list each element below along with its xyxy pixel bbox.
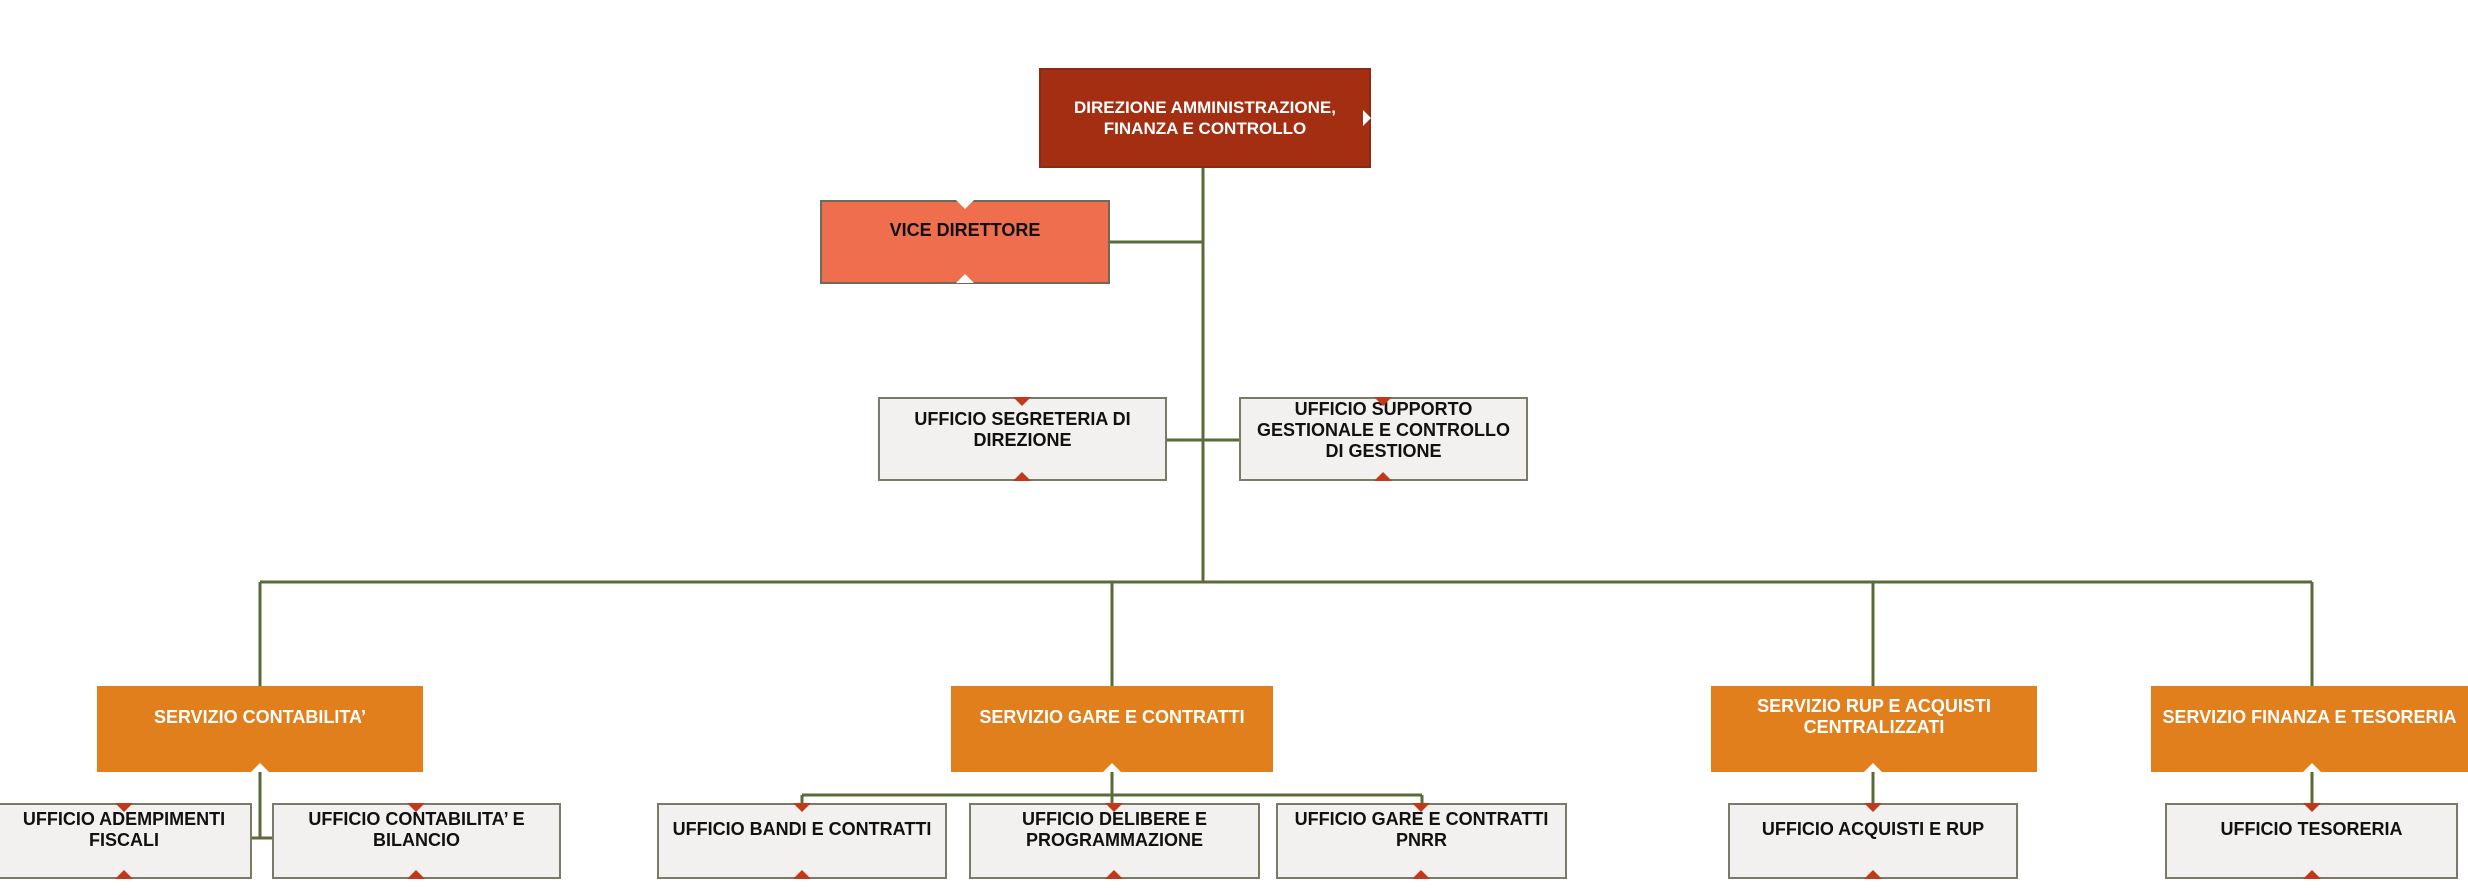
direzione-side-marker bbox=[1363, 110, 1371, 126]
vice-direttore-label: VICE DIRETTORE bbox=[889, 220, 1041, 240]
adempimenti-bottom-marker bbox=[115, 870, 133, 879]
ufficio-segreteria-label: UFFICIO SEGRETERIA DI DIREZIONE bbox=[914, 409, 1131, 450]
ufficio-segreteria-box[interactable]: UFFICIO SEGRETERIA DI DIREZIONE bbox=[878, 397, 1167, 481]
ufficio-acquisti-rup-label: UFFICIO ACQUISTI E RUP bbox=[1761, 819, 1985, 839]
supporto-bottom-marker bbox=[1374, 472, 1392, 481]
vice-top-marker bbox=[956, 200, 974, 209]
gare-pnrr-top-marker bbox=[1412, 803, 1430, 812]
vice-direttore-box[interactable]: VICE DIRETTORE bbox=[820, 200, 1110, 284]
segreteria-bottom-marker bbox=[1013, 472, 1031, 481]
servizio-contabilita-box[interactable]: SERVIZIO CONTABILITA’ bbox=[97, 686, 423, 772]
delibere-bottom-marker bbox=[1105, 870, 1123, 879]
adempimenti-top-marker bbox=[115, 803, 133, 812]
gare-pnrr-bottom-marker bbox=[1412, 870, 1430, 879]
ufficio-gare-pnrr-label: UFFICIO GARE E CONTRATTI PNRR bbox=[1294, 809, 1549, 850]
acquisti-bottom-marker bbox=[1864, 870, 1882, 879]
servizio-gare-box[interactable]: SERVIZIO GARE E CONTRATTI bbox=[951, 686, 1273, 772]
contabilita-bilancio-bottom-marker bbox=[407, 870, 425, 879]
ufficio-tesoreria-box[interactable]: UFFICIO TESORERIA bbox=[2165, 803, 2458, 879]
acquisti-top-marker bbox=[1864, 803, 1882, 812]
contabilita-bottom-marker bbox=[251, 763, 269, 772]
direzione-box[interactable]: DIREZIONE AMMINISTRAZIONE, FINANZA E CON… bbox=[1039, 68, 1371, 168]
ufficio-tesoreria-label: UFFICIO TESORERIA bbox=[2220, 819, 2403, 839]
ufficio-acquisti-rup-box[interactable]: UFFICIO ACQUISTI E RUP bbox=[1728, 803, 2018, 879]
ufficio-delibere-label: UFFICIO DELIBERE E PROGRAMMAZIONE bbox=[1021, 809, 1207, 850]
ufficio-contabilita-bilancio-label: UFFICIO CONTABILITA’ E BILANCIO bbox=[308, 809, 525, 850]
rup-bottom-marker bbox=[1864, 763, 1882, 772]
supporto-top-marker bbox=[1374, 397, 1392, 406]
ufficio-supporto-label: UFFICIO SUPPORTO GESTIONALE E CONTROLLO … bbox=[1256, 399, 1510, 461]
servizio-contabilita-label: SERVIZIO CONTABILITA’ bbox=[153, 707, 366, 727]
ufficio-adempimenti-label: UFFICIO ADEMPIMENTI FISCALI bbox=[22, 809, 226, 850]
vice-bottom-marker bbox=[956, 274, 974, 283]
servizio-finanza-box[interactable]: SERVIZIO FINANZA E TESORERIA bbox=[2151, 686, 2468, 772]
bandi-bottom-marker bbox=[793, 870, 811, 879]
ufficio-supporto-box[interactable]: UFFICIO SUPPORTO GESTIONALE E CONTROLLO … bbox=[1239, 397, 1528, 481]
ufficio-bandi-label: UFFICIO BANDI E CONTRATTI bbox=[672, 819, 932, 839]
segreteria-top-marker bbox=[1013, 397, 1031, 406]
ufficio-gare-pnrr-box[interactable]: UFFICIO GARE E CONTRATTI PNRR bbox=[1276, 803, 1567, 879]
servizio-finanza-label: SERVIZIO FINANZA E TESORERIA bbox=[2162, 707, 2457, 727]
contabilita-bilancio-top-marker bbox=[407, 803, 425, 812]
tesoreria-bottom-marker bbox=[2303, 870, 2321, 879]
gare-bottom-marker bbox=[1103, 763, 1121, 772]
servizio-rup-box[interactable]: SERVIZIO RUP E ACQUISTI CENTRALIZZATI bbox=[1711, 686, 2037, 772]
finanza-bottom-marker bbox=[2303, 763, 2321, 772]
tesoreria-top-marker bbox=[2303, 803, 2321, 812]
servizio-rup-label: SERVIZIO RUP E ACQUISTI CENTRALIZZATI bbox=[1757, 696, 1991, 737]
ufficio-contabilita-bilancio-box[interactable]: UFFICIO CONTABILITA’ E BILANCIO bbox=[272, 803, 561, 879]
servizio-gare-label: SERVIZIO GARE E CONTRATTI bbox=[979, 707, 1245, 727]
bandi-top-marker bbox=[793, 803, 811, 812]
direzione-label: DIREZIONE AMMINISTRAZIONE, FINANZA E CON… bbox=[1074, 98, 1336, 138]
ufficio-adempimenti-box[interactable]: UFFICIO ADEMPIMENTI FISCALI bbox=[0, 803, 252, 879]
ufficio-bandi-box[interactable]: UFFICIO BANDI E CONTRATTI bbox=[657, 803, 947, 879]
ufficio-delibere-box[interactable]: UFFICIO DELIBERE E PROGRAMMAZIONE bbox=[969, 803, 1260, 879]
delibere-top-marker bbox=[1105, 803, 1123, 812]
